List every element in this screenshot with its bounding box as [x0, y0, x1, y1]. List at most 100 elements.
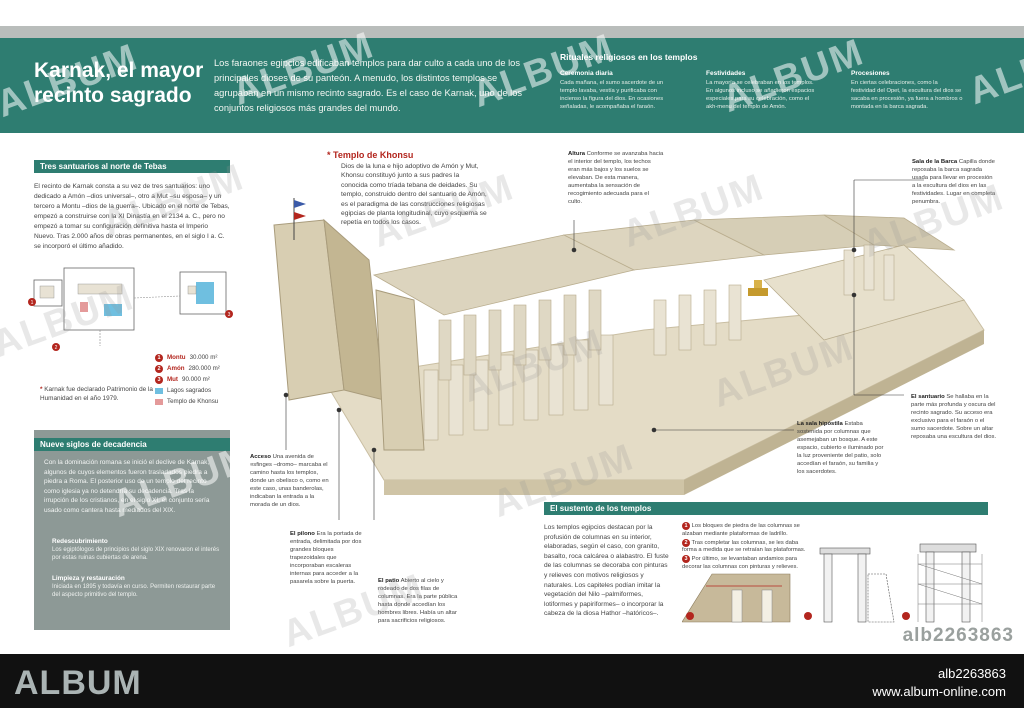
step-number: 2: [682, 538, 690, 547]
callout-title: El patio: [378, 578, 400, 584]
temple-cutaway-illustration: [273, 179, 985, 520]
pylon: [273, 198, 425, 451]
legend-name: Amón: [167, 365, 185, 372]
legend-number: 3: [155, 375, 163, 384]
item-title: Limpieza y restauración: [52, 575, 125, 582]
header-band: [0, 38, 1024, 133]
legend-name: Mut: [167, 376, 178, 383]
footnote-text: Karnak fue declarado Patrimonio de la Hu…: [40, 386, 153, 402]
khonsu-text: Dios de la luna e hijo adoptivo de Amón …: [341, 163, 487, 227]
callout-title: El santuario: [911, 394, 945, 400]
base-side: [684, 330, 984, 495]
callout-hipostila: La sala hipóstila Estaba sostenida por c…: [797, 420, 887, 476]
marker-amon: [52, 343, 60, 351]
rediscovery-item: Redescubrimiento Los egiptólogos de prin…: [52, 538, 222, 562]
columns-courtyard: [423, 289, 614, 441]
ritual-processions: Procesiones En ciertas celebraciones, co…: [851, 70, 963, 111]
diagram-step-3: [902, 543, 983, 623]
legend-label: Lagos sagrados: [167, 387, 212, 394]
callout-text: Se hallaba en la parte más profunda y os…: [911, 394, 997, 440]
item-text: Los egiptólogos de principios del siglo …: [52, 547, 220, 561]
legend-row: 3 Mut 90.000 m²: [155, 374, 220, 385]
sacred-barque: [748, 280, 768, 296]
step-item: 3 Por último, se levantaban andamios par…: [682, 555, 812, 572]
page-title: Karnak, el mayor recinto sagrado: [34, 59, 204, 107]
callout-acceso: Acceso Una avenida de esfinges –dromo– m…: [250, 453, 332, 509]
marker-montu: [28, 298, 36, 306]
base-front: [384, 480, 684, 495]
callout-pilono: El pilono Era la portada de entrada, del…: [290, 530, 370, 586]
callout-text: Capilla donde reposaba la barca sagrada …: [912, 159, 996, 205]
step-number: 3: [682, 555, 690, 564]
legend-row: 2 Amón 280.000 m²: [155, 363, 220, 374]
area-legend: 1 Montu 30.000 m² 2 Amón 280.000 m² 3 Mu…: [155, 352, 220, 407]
roof-blocks: [372, 214, 956, 316]
sanctuaries-heading: Tres santuarios al norte de Tebas: [34, 160, 230, 173]
marker-mut: [225, 310, 233, 318]
grey-rule: [0, 26, 1024, 38]
intro-text: Los faraones egipcios edificaban templos…: [214, 58, 523, 113]
callout-text: Una avenida de esfinges –dromo– marcaba …: [250, 454, 329, 508]
ritual-text: Cada mañana, el sumo sacerdote de un tem…: [560, 80, 664, 110]
column-construction-diagrams: [682, 543, 983, 623]
columns-hypostyle: [653, 284, 742, 356]
legend-row: Lagos sagrados: [155, 385, 220, 396]
ritual-daily: Ceremonia diaria Cada mañana, el sumo sa…: [560, 70, 672, 111]
footer-url-link[interactable]: www.album-online.com: [872, 684, 1006, 699]
callout-text: Era la portada de entrada, delimitada po…: [290, 531, 362, 585]
ritual-title: Procesiones: [851, 70, 890, 77]
diagram-step-1: [682, 573, 791, 623]
ritual-title: Festividades: [706, 70, 746, 77]
callout-title: Acceso: [250, 454, 271, 460]
callout-santuario: El santuario Se hallaba en la parte más …: [911, 393, 999, 441]
callout-title: El pilono: [290, 531, 315, 537]
lake-swatch: [155, 387, 163, 394]
legend-label: Templo de Khonsu: [167, 398, 219, 405]
construction-steps: 1 Los bloques de piedra de las columnas …: [682, 522, 812, 572]
asterisk-icon: *: [40, 386, 43, 393]
step-text: Los bloques de piedra de las columnas se…: [682, 523, 800, 537]
step-text: Tras completar las columnas, se les daba…: [682, 539, 806, 554]
footer-bar: ALBUM alb2263863 www.album-online.com: [0, 654, 1024, 708]
khonsu-swatch: [155, 398, 163, 405]
callout-patio: El patio Abierto al cielo y rodeado de d…: [378, 577, 458, 625]
ritual-text: La mayoría se celebraban en los templos.…: [706, 80, 815, 110]
callout-text: Conforme se avanzaba hacia el interior d…: [568, 151, 664, 205]
montu-enclosure: [33, 279, 63, 307]
decline-heading: Nueve siglos de decadencia: [34, 438, 230, 451]
ritual-title: Ceremonia diaria: [560, 70, 613, 77]
callout-title: Sala de la Barca: [912, 159, 958, 165]
restoration-item: Limpieza y restauración Iniciada en 1895…: [52, 575, 222, 599]
callout-title: La sala hipóstila: [797, 421, 843, 427]
rituals-title: Rituales religiosos en los templos: [560, 52, 698, 62]
khonsu-title-text: Templo de Khonsu: [333, 150, 414, 160]
ritual-festivities: Festividades La mayoría se celebraban en…: [706, 70, 818, 111]
legend-row: 1 Montu 30.000 m²: [155, 352, 220, 363]
image-id-label: alb2263863: [902, 625, 1014, 646]
album-logo: ALBUM: [14, 664, 142, 702]
mut-enclosure: [179, 271, 227, 315]
step-number: 1: [682, 522, 690, 530]
callout-altura: Altura Conforme se avanzaba hacia el int…: [568, 150, 664, 206]
legend-value: 280.000 m²: [188, 365, 220, 372]
legend-name: Montu: [167, 354, 186, 361]
diagram-step-2: [804, 547, 895, 623]
callout-title: Altura: [568, 151, 586, 157]
legend-number: 2: [155, 364, 163, 373]
karnak-site-plan: 1 2 3: [28, 267, 233, 351]
ritual-text: En ciertas celebraciones, como la festiv…: [851, 80, 963, 110]
decline-text: Con la dominación romana se inició el de…: [44, 459, 210, 514]
marker-label: 2: [55, 345, 58, 351]
step-item: 2 Tras completar las columnas, se les da…: [682, 538, 812, 556]
decline-panel: Nueve siglos de decadencia Con la domina…: [34, 430, 230, 630]
sanctuary-rooms: [763, 244, 965, 341]
marker-label: 1: [31, 300, 34, 306]
sanctuaries-text: El recinto de Karnak consta a su vez de …: [34, 183, 230, 250]
callout-text: Estaba sostenida por columnas que asemej…: [797, 421, 884, 475]
top-strip: [0, 0, 1024, 28]
callout-barca: Sala de la Barca Capilla donde reposaba …: [912, 158, 996, 206]
item-text: Iniciada en 1895 y todavía en curso. Per…: [52, 584, 216, 598]
footer-image-id: alb2263863: [938, 666, 1006, 681]
connector-line: [133, 295, 181, 299]
legend-row: Templo de Khonsu: [155, 396, 220, 407]
